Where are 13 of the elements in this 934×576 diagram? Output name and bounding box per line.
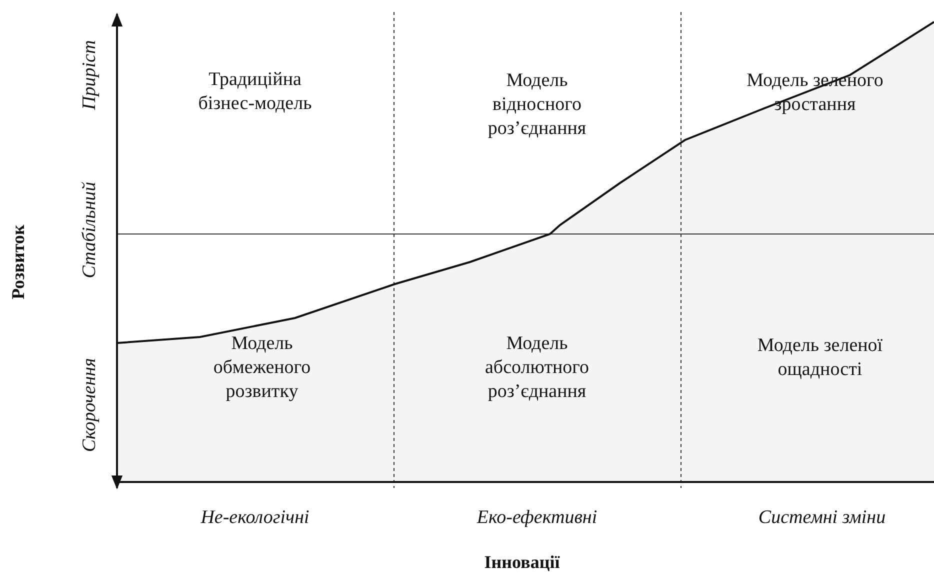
- axis-tick-label: Скорочення: [78, 358, 101, 452]
- region-label: Традиційна бізнес-модель: [197, 68, 313, 116]
- category-label: Еко-ефективні: [476, 506, 598, 530]
- region-label: Модель абсолютного роз’єднання: [484, 332, 590, 404]
- axis-title: Розвиток: [7, 224, 29, 300]
- axis-tick-label: Стабільний: [78, 182, 101, 278]
- region-label: Модель відносного роз’єднання: [486, 69, 588, 141]
- axis-title: Інновації: [484, 551, 560, 574]
- category-label: Не-екологічні: [200, 506, 310, 530]
- region-label: Модель обмеженого розвитку: [212, 332, 312, 404]
- category-label: Системні зміни: [758, 506, 886, 530]
- region-label: Модель зеленої ощадності: [756, 334, 884, 382]
- axis-tick-label: Приріст: [78, 40, 101, 110]
